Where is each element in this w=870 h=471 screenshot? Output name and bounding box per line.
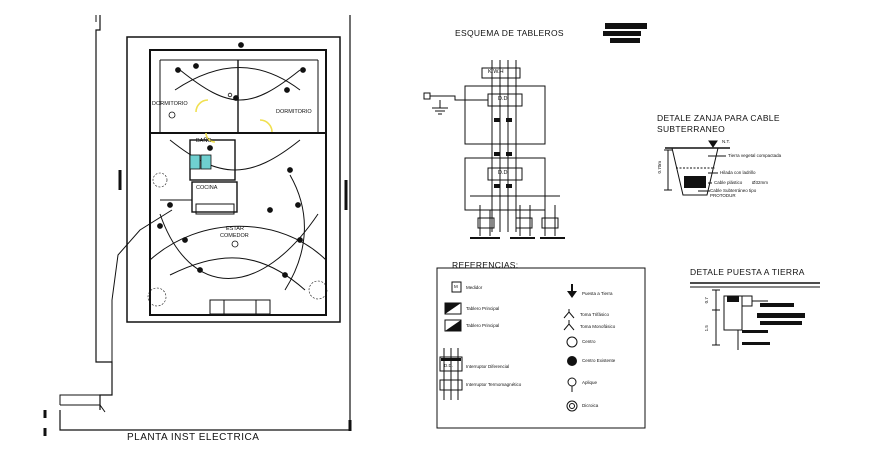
- legend-puesta-tierra: Puesta a Tierra: [582, 291, 613, 296]
- dd-label-1: D.D.: [498, 96, 509, 102]
- ground-legend-bars: [727, 296, 805, 345]
- trench-nt: N.T.: [722, 139, 731, 144]
- legend-termomagnetico: Interruptor Termomagnético: [466, 382, 522, 387]
- legend-tag-dd: D.D.: [444, 363, 453, 368]
- references-fills: [441, 284, 577, 366]
- room-label-cocina: COCINA: [196, 185, 218, 191]
- legend-dicroica: Dicroica: [582, 403, 599, 408]
- legend-centro: Centro: [582, 339, 596, 344]
- plan-title: PLANTA INST ELECTRICA: [127, 432, 260, 443]
- plan-light-points: [157, 42, 306, 278]
- legend-aplique: Aplique: [582, 380, 598, 385]
- door-swings: [195, 99, 273, 143]
- legend-diferencial: Interruptor Diferencial: [466, 364, 510, 369]
- kwh-label: K.W.H: [488, 69, 504, 75]
- ground-title: DETALE PUESTA A TIERRA: [690, 267, 805, 277]
- trench-title-line2: SUBTERRANEO: [657, 124, 726, 134]
- ground-dim-2: 1.5: [703, 325, 709, 332]
- legend-tablero-2: Tablero Principal: [466, 323, 500, 328]
- trench-layer-1: Tierra vegetal compactada: [728, 153, 782, 158]
- bathroom-fixtures: [189, 154, 212, 170]
- trench-layer-3b: Ø32mm: [752, 180, 769, 185]
- legend-tag-m: M: [454, 284, 458, 289]
- dd-label-2: D.D.: [498, 170, 509, 176]
- trench-layer-3: Cable plástico: [714, 180, 743, 185]
- legend-medidor: Medidor: [466, 285, 483, 290]
- ground-detail: [690, 282, 820, 350]
- references-box: [436, 267, 646, 429]
- floor-plan: [43, 15, 352, 436]
- board-schema-title: ESQUEMA DE TABLEROS: [455, 28, 564, 38]
- board-markers: [494, 118, 512, 188]
- room-label-bano: BAÑO: [196, 138, 212, 144]
- legend-tablero-1: Tablero Principal: [466, 306, 500, 311]
- trench-layer-4: Cable Subterráneo tipo PROTODUR: [710, 188, 757, 198]
- trees: [147, 172, 328, 307]
- room-label-dorm-right: DORMITORIO: [276, 109, 312, 115]
- room-label-dorm-left: DORMITORIO: [152, 101, 188, 107]
- room-label-comedor: COMEDOR: [220, 233, 249, 239]
- references-title: REFERENCIAS:: [452, 260, 519, 270]
- legend-toma-monofasico: Toma Monofásico: [580, 324, 616, 329]
- title-block-mark: [603, 23, 647, 43]
- trench-detail: [664, 140, 730, 196]
- trench-fill: [684, 176, 706, 188]
- trench-title-line1: DETALE ZANJA PARA CABLE: [657, 113, 780, 123]
- trench-layer-2: Hilada con ladrillo: [720, 170, 756, 175]
- trench-dim: 0.70m: [657, 160, 663, 174]
- legend-centro-existente: Centro Existente: [582, 358, 616, 363]
- legend-toma-trifasico: Toma Trifásico: [580, 312, 610, 317]
- ground-dim-1: 0.7: [703, 297, 709, 304]
- board-schema: [423, 60, 565, 239]
- room-label-estar: ESTAR: [226, 226, 244, 232]
